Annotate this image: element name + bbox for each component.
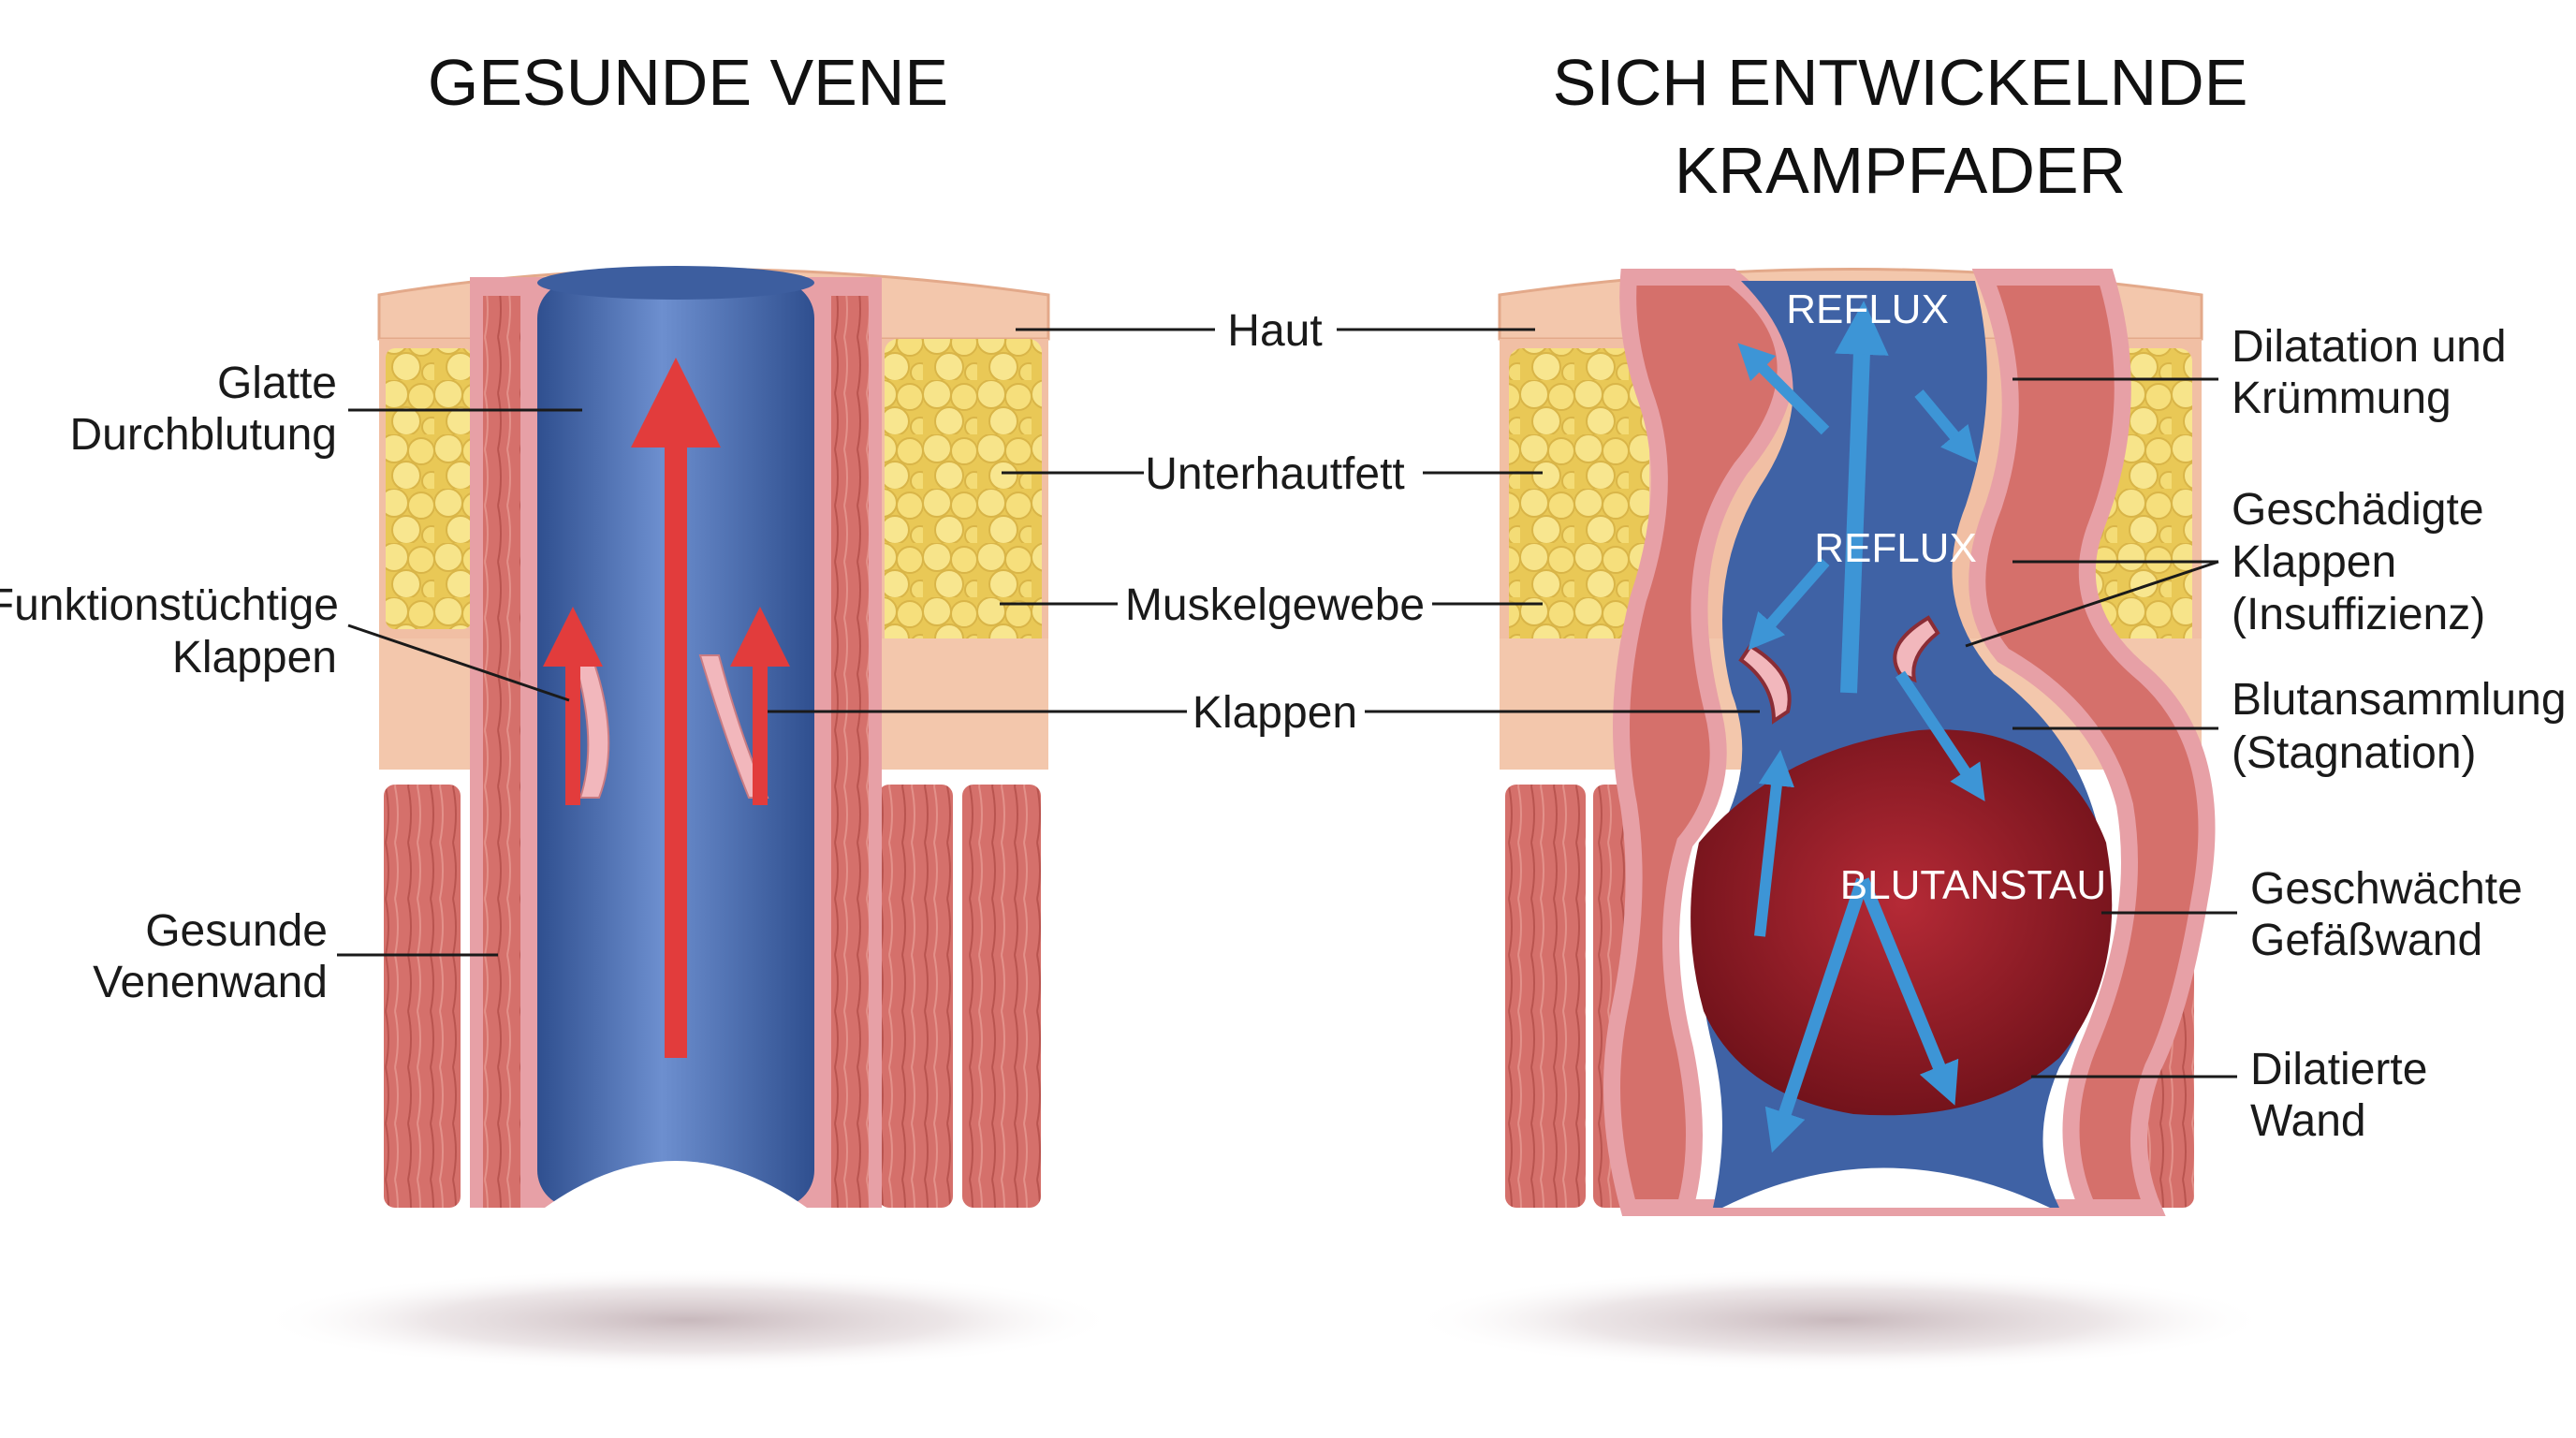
reflux-arrow-6 — [1764, 877, 1869, 1153]
reflux-arrow-3 — [1914, 389, 1978, 463]
label-subcutaneous-fat: Unterhautfett — [1145, 449, 1405, 499]
healthy-bottom-opening — [545, 1161, 807, 1208]
label-dilated-wall-l2: Wand — [2250, 1096, 2366, 1146]
label-reflux-middle: REFLUX — [1814, 525, 1977, 571]
varicose-bottom-opening — [1722, 1167, 2050, 1208]
healthy-fat-right — [885, 339, 1042, 662]
label-functional-valves-l2: Klappen — [172, 633, 337, 682]
label-damaged-valves-l1: Geschädigte — [2232, 485, 2484, 535]
reflux-arrow-7 — [1856, 877, 1959, 1106]
label-weakened-wall-l1: Geschwächte — [2250, 864, 2523, 914]
varicose-shadow — [1409, 1269, 2270, 1372]
varicose-vein-illustration — [1498, 268, 2216, 1216]
varicose-wall — [1603, 269, 2216, 1216]
pooled-blood — [1690, 729, 2113, 1116]
label-healthy-wall-l2: Venenwand — [93, 958, 328, 1007]
label-dilated-wall-l1: Dilatierte — [2250, 1045, 2427, 1094]
healthy-wall-muscle-left — [483, 296, 520, 1208]
reflux-arrow-2 — [1737, 343, 1830, 435]
varicose-muscle-1 — [1505, 785, 1586, 1208]
reflux-arrow-8 — [1754, 749, 1794, 937]
healthy-muscle-2 — [878, 785, 953, 1208]
label-muscle-tissue: Muskelgewebe — [1125, 580, 1425, 630]
reflux-arrow-4 — [1748, 558, 1830, 651]
varicose-title-line1: SICH ENTWICKELNDE — [1553, 46, 2248, 119]
label-reflux-top: REFLUX — [1786, 286, 1949, 332]
healthy-fat-left — [386, 348, 472, 629]
healthy-vein-illustration — [377, 266, 1050, 1208]
label-dilation-l2: Krümmung — [2232, 374, 2452, 423]
healthy-muscle-3 — [962, 785, 1041, 1208]
label-skin: Haut — [1227, 306, 1322, 356]
reflux-arrow-5 — [1895, 670, 1985, 801]
label-healthy-wall-l1: Gesunde — [145, 906, 328, 956]
label-smooth-flow-l2: Durchblutung — [69, 410, 337, 460]
label-valves: Klappen — [1193, 688, 1357, 738]
reflux-arrow-1 — [1835, 301, 1889, 694]
healthy-muscle-1 — [384, 785, 461, 1208]
varicose-title-line2: KRAMPFADER — [1675, 134, 2126, 207]
healthy-shadow — [257, 1269, 1119, 1372]
healthy-wall-muscle-right — [831, 296, 869, 1208]
varicose-fat-left — [1509, 348, 1649, 657]
label-functional-valves-l1: Funktionstüchtige — [0, 580, 339, 630]
label-pooling-l2: (Stagnation) — [2232, 728, 2477, 778]
label-weakened-wall-l2: Gefäßwand — [2250, 916, 2482, 965]
label-dilation-l1: Dilatation und — [2232, 322, 2507, 372]
label-smooth-flow-l1: Glatte — [217, 359, 337, 408]
healthy-title: GESUNDE VENE — [428, 46, 948, 119]
label-damaged-valves-l3: (Insuffizienz) — [2232, 590, 2485, 639]
damaged-valve-left — [1738, 643, 1792, 725]
leader-functional-valves — [347, 624, 570, 702]
label-pooling-l1: Blutansammlung — [2232, 675, 2567, 725]
healthy-lumen-top — [537, 266, 814, 300]
healthy-valve-left — [571, 654, 610, 799]
label-damaged-valves-l2: Klappen — [2232, 537, 2396, 587]
label-congestion: BLUTANSTAU — [1840, 862, 2106, 908]
leader-damaged-valves-2 — [1965, 560, 2219, 648]
